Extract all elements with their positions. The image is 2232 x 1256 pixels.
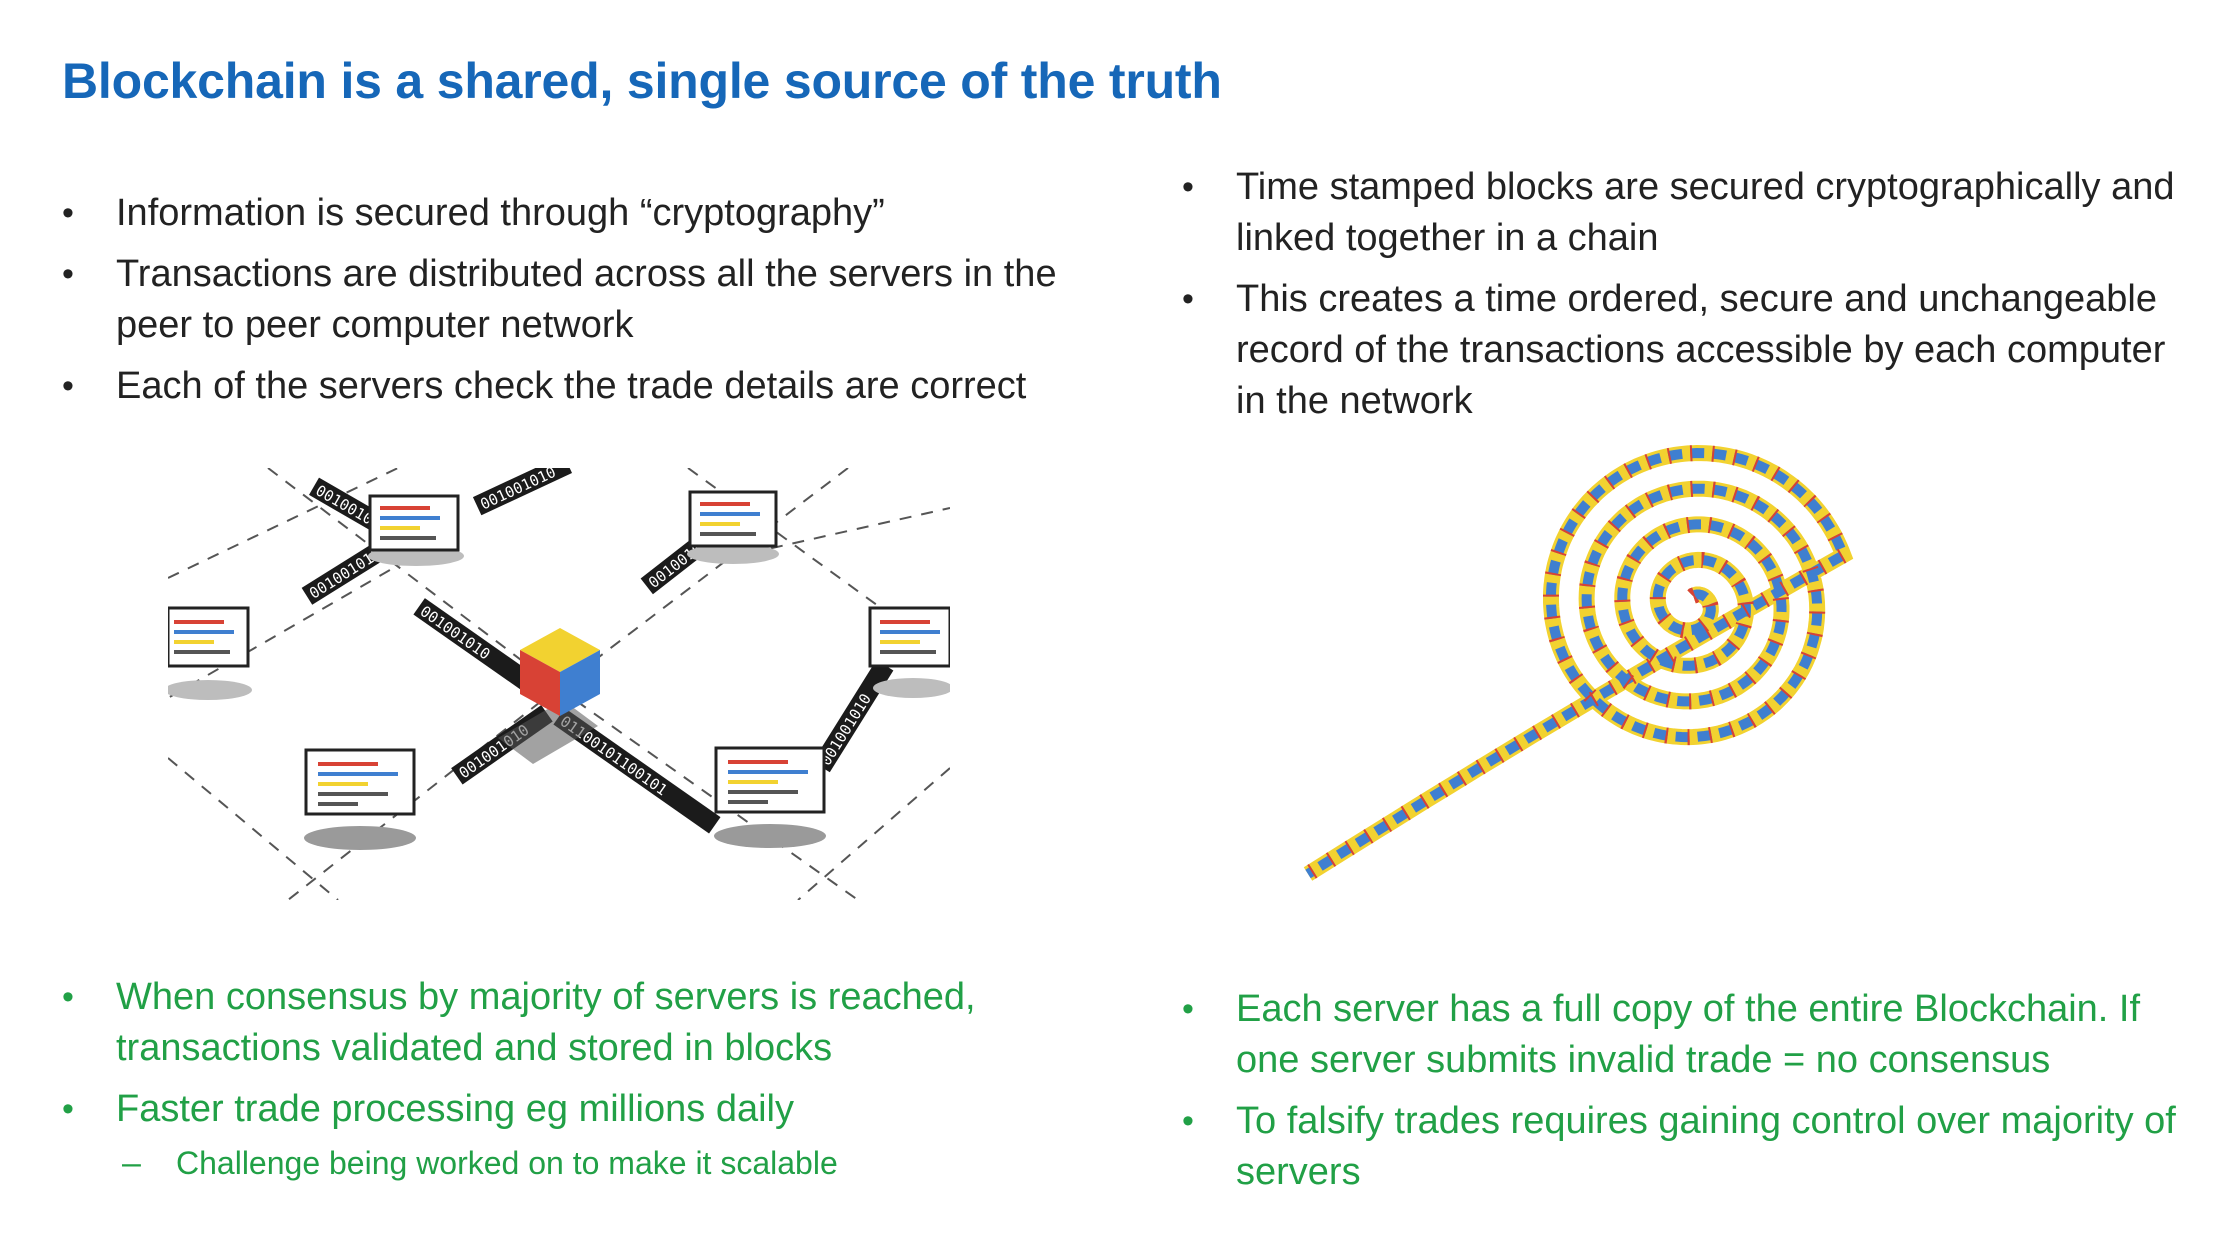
bullet-glyph: • bbox=[62, 194, 74, 232]
bullet-item: •Faster trade processing eg millions dai… bbox=[62, 1084, 1122, 1135]
left-bottom-bullets: •When consensus by majority of servers i… bbox=[62, 972, 1122, 1195]
computer-icon bbox=[714, 746, 826, 848]
block-cube-icon bbox=[498, 628, 600, 764]
bullet-glyph: • bbox=[62, 367, 74, 405]
sub-bullet-item: –Challenge being worked on to make it sc… bbox=[62, 1141, 1122, 1185]
left-top-bullets: •Information is secured through “cryptog… bbox=[62, 188, 1112, 422]
right-top-bullets: •Time stamped blocks are secured cryptog… bbox=[1182, 162, 2202, 437]
bullet-item: •Transactions are distributed across all… bbox=[62, 249, 1112, 351]
bullet-item: •Time stamped blocks are secured cryptog… bbox=[1182, 162, 2202, 264]
right-bottom-bullets: •Each server has a full copy of the enti… bbox=[1182, 984, 2202, 1208]
network-illustration: 001001010 01100101100101 001001010 00100… bbox=[168, 468, 950, 900]
bullet-glyph: • bbox=[62, 978, 74, 1016]
bullet-glyph: • bbox=[1182, 1102, 1194, 1140]
bullet-item: •Information is secured through “cryptog… bbox=[62, 188, 1112, 239]
bullet-glyph: • bbox=[1182, 168, 1194, 206]
computer-icon bbox=[687, 490, 779, 564]
spiral-chain-stroke bbox=[1305, 447, 1850, 879]
dash-glyph: – bbox=[122, 1144, 141, 1182]
bullet-item: •Each of the servers check the trade det… bbox=[62, 361, 1112, 412]
bullet-item: •This creates a time ordered, secure and… bbox=[1182, 274, 2202, 427]
page-title: Blockchain is a shared, single source of… bbox=[62, 53, 1222, 109]
bullet-glyph: • bbox=[62, 255, 74, 293]
computer-icon bbox=[304, 748, 416, 850]
bullet-glyph: • bbox=[62, 1090, 74, 1128]
bullet-glyph: • bbox=[1182, 990, 1194, 1028]
bullet-item: •Each server has a full copy of the enti… bbox=[1182, 984, 2202, 1086]
computer-icon bbox=[868, 606, 950, 698]
bullet-item: •To falsify trades requires gaining cont… bbox=[1182, 1096, 2202, 1198]
computer-icon bbox=[368, 494, 464, 566]
blockchain-spiral-illustration bbox=[1298, 444, 1950, 890]
bullet-item: •When consensus by majority of servers i… bbox=[62, 972, 1122, 1074]
computer-icon bbox=[168, 606, 252, 700]
bullet-glyph: • bbox=[1182, 280, 1194, 318]
